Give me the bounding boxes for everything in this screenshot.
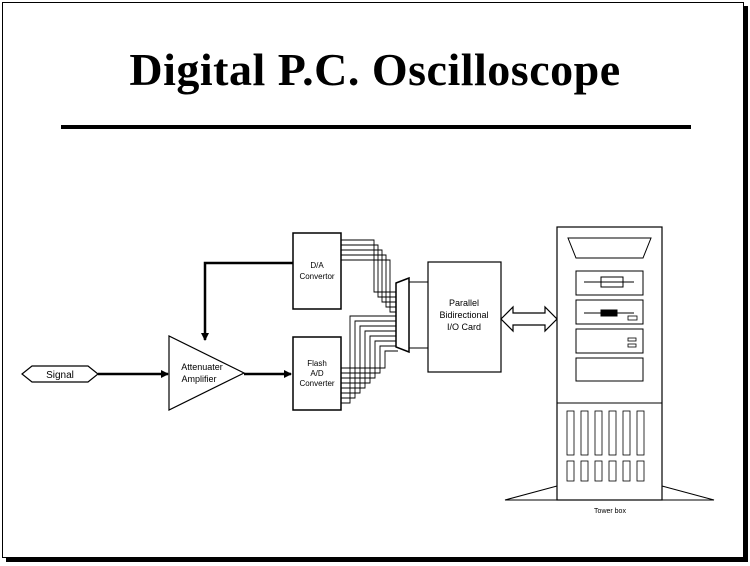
da-feedback-arrow (201, 261, 293, 341)
ad-converter: Flash A/D Converter (292, 336, 342, 411)
tower-label: Tower box (594, 508, 626, 515)
da-label-line2: Convertor (299, 272, 334, 281)
io-label-line3: I/O Card (447, 322, 481, 332)
slide-title: Digital P.C. Oscilloscope (129, 44, 621, 95)
da-bus-wires (341, 239, 398, 313)
attenuater-amplifier: Attenuater Amplifier (168, 335, 246, 411)
io-label-line2: Bidirectional (439, 310, 488, 320)
amplifier-label-line2: Amplifier (181, 374, 216, 384)
ad-label-line3: Converter (299, 379, 334, 388)
parallel-connector (395, 276, 428, 354)
da-converter: D/A Convertor (292, 232, 342, 310)
tower-box (504, 226, 715, 501)
da-label-line1: D/A (310, 261, 324, 270)
ad-bus-wires (341, 315, 398, 404)
title-rule (61, 125, 691, 129)
signal-label: Signal (46, 370, 74, 381)
amplifier-label-line1: Attenuater (181, 362, 223, 372)
ad-label-line1: Flash (307, 359, 327, 368)
signal-input: Signal (21, 365, 99, 383)
io-card: Parallel Bidirectional I/O Card (427, 261, 502, 373)
ad-label-line2: A/D (310, 369, 324, 378)
bidirectional-arrow (500, 305, 558, 333)
io-label-line1: Parallel (449, 298, 479, 308)
